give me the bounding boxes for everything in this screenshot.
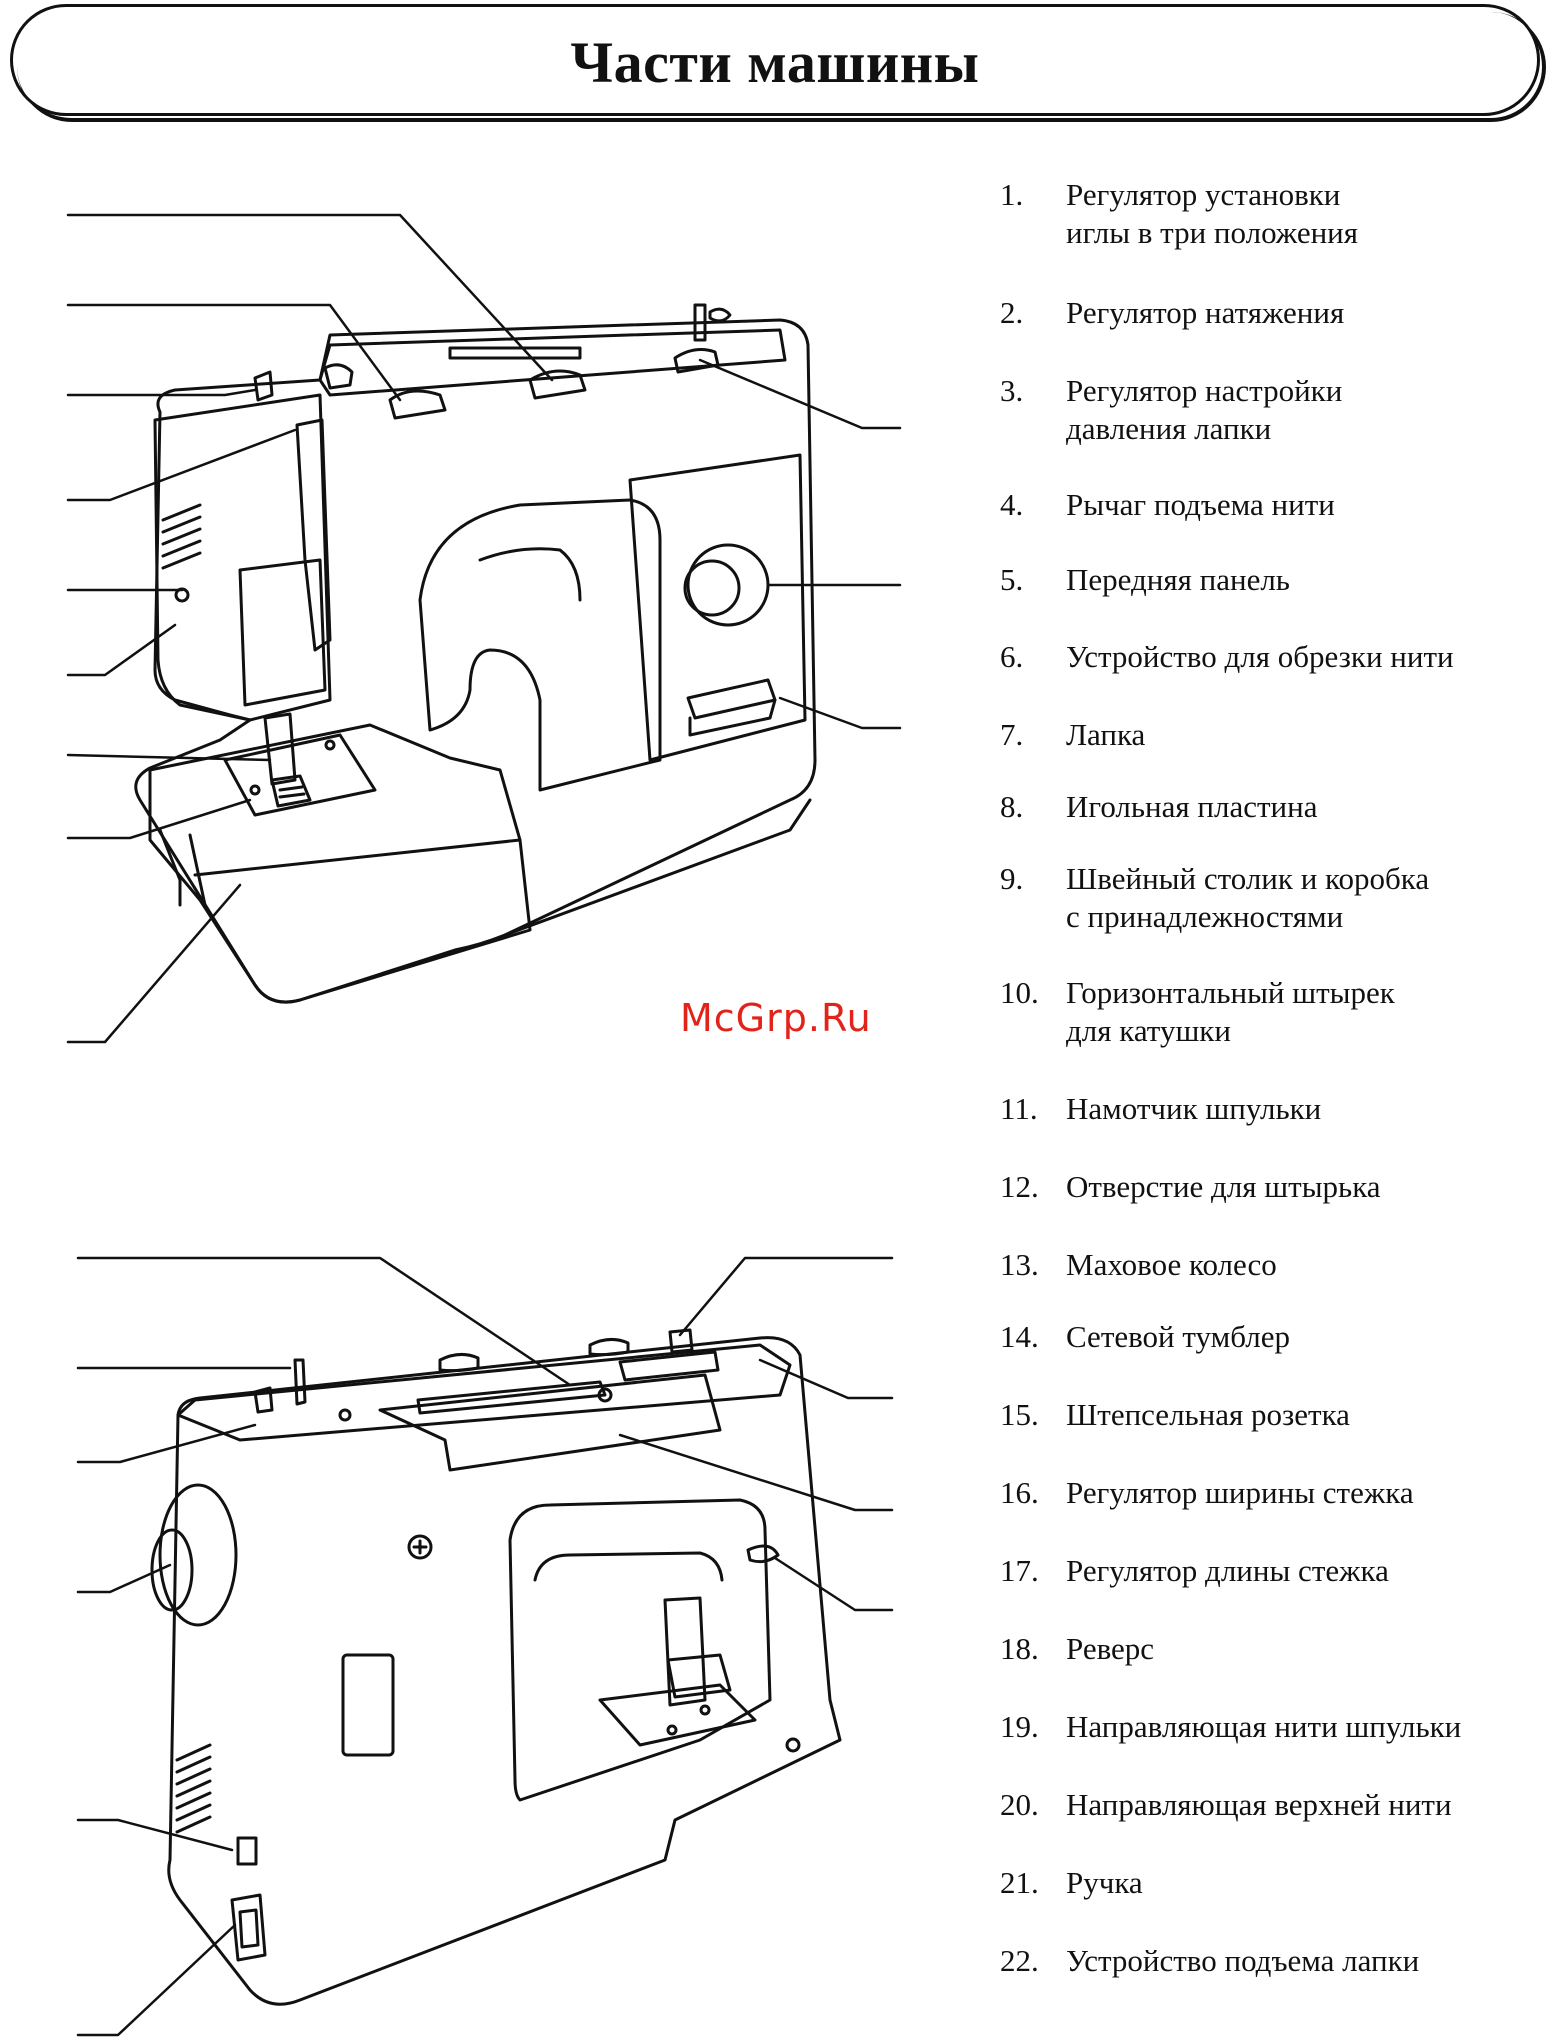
- item-number: 19.: [1000, 1709, 1039, 1744]
- item-label: Направляющая нити шпульки: [1066, 1709, 1462, 1744]
- title-bar: Части машины: [10, 4, 1546, 122]
- item-number: 10.: [1000, 975, 1039, 1010]
- item-number: 18.: [1000, 1631, 1039, 1666]
- item-number: 3.: [1000, 373, 1024, 408]
- item-label: Игольная пластина: [1066, 789, 1318, 824]
- item-label: Горизонтальный штырек для катушки: [1066, 975, 1395, 1048]
- item-label: Устройство подъема лапки: [1066, 1943, 1420, 1978]
- front-leader-lines: [66, 213, 902, 1044]
- item-number: 22.: [1000, 1943, 1039, 1978]
- rear-leader-lines: [76, 1256, 894, 2037]
- item-number: 17.: [1000, 1553, 1039, 1588]
- item-label: Маховое колесо: [1066, 1247, 1277, 1282]
- item-number: 15.: [1000, 1397, 1039, 1432]
- item-number: 4.: [1000, 487, 1024, 522]
- item-label: Регулятор ширины стежка: [1066, 1475, 1414, 1510]
- item-label: Регулятор длины стежка: [1066, 1553, 1389, 1588]
- item-number: 8.: [1000, 789, 1024, 824]
- item-number: 20.: [1000, 1787, 1039, 1822]
- item-number: 6.: [1000, 639, 1024, 674]
- item-number: 5.: [1000, 562, 1024, 597]
- item-label: Намотчик шпульки: [1066, 1091, 1322, 1126]
- item-label: Направляющая верхней нити: [1066, 1787, 1452, 1822]
- item-label: Лапка: [1066, 717, 1146, 752]
- item-label: Ручка: [1066, 1865, 1143, 1900]
- item-label: Сетевой тумблер: [1066, 1319, 1290, 1354]
- front-machine-drawing: [134, 303, 817, 1004]
- item-number: 9.: [1000, 861, 1024, 896]
- rear-machine-drawing: [150, 1328, 842, 2006]
- item-number: 12.: [1000, 1169, 1039, 1204]
- item-label: Реверс: [1066, 1631, 1155, 1666]
- item-label: Штепсельная розетка: [1066, 1397, 1350, 1432]
- item-number: 7.: [1000, 717, 1024, 752]
- item-label: Регулятор натяжения: [1066, 295, 1345, 330]
- item-label: Регулятор установки иглы в три положения: [1066, 177, 1359, 250]
- item-number: 14.: [1000, 1319, 1039, 1354]
- item-number: 13.: [1000, 1247, 1039, 1282]
- item-number: 2.: [1000, 295, 1024, 330]
- item-label: Рычаг подъема нити: [1066, 487, 1335, 522]
- item-label: Передняя панель: [1066, 562, 1290, 597]
- watermark: McGrp.Ru: [680, 996, 872, 1040]
- item-label: Регулятор настройки давления лапки: [1066, 373, 1343, 446]
- item-number: 16.: [1000, 1475, 1039, 1510]
- item-label: Устройство для обрезки нити: [1066, 639, 1454, 674]
- item-label: Отверстие для штырька: [1066, 1169, 1381, 1204]
- item-number: 11.: [1000, 1091, 1038, 1126]
- item-label: Швейный столик и коробка с принадлежност…: [1066, 861, 1430, 934]
- item-number: 21.: [1000, 1865, 1039, 1900]
- item-number: 1.: [1000, 177, 1024, 212]
